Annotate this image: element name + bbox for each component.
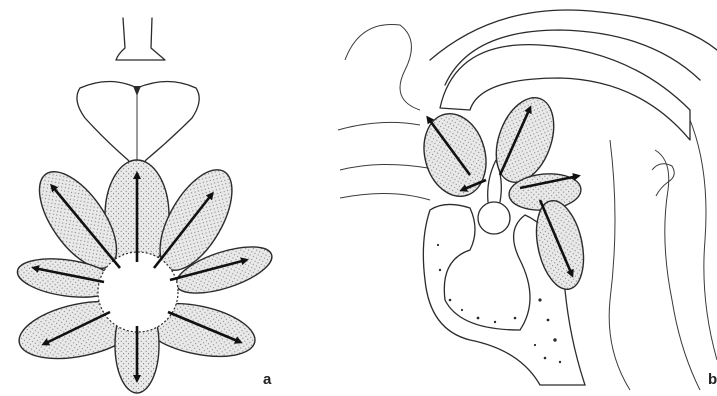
panel-b-diagram: [338, 10, 717, 390]
panel-b-outer-contour: [430, 10, 717, 60]
panel-b-right-contour-3: [690, 120, 717, 360]
panel-b-corpus-arch: [440, 45, 690, 140]
panel-a-stalk: [116, 18, 165, 60]
panel-a-central-body: [98, 252, 178, 332]
panel-a-diagram: [14, 18, 277, 393]
panel-b-left-contour-3: [340, 164, 428, 170]
panel-b-left-contour-2: [338, 122, 420, 130]
panel-b-inner-contour: [445, 30, 700, 85]
panel-b-pituitary: [478, 202, 510, 234]
panel-a-label: a: [263, 372, 271, 387]
panel-b-left-contour-1: [345, 24, 420, 110]
panel-a-upper-heart: [77, 82, 199, 173]
panel-b-small-loop: [652, 164, 674, 196]
panel-b-right-contour-1: [609, 140, 630, 390]
panel-b-right-contour-2: [655, 150, 700, 390]
panel-a-midline-notch: [133, 86, 141, 96]
panel-b-left-contour-4: [340, 193, 430, 200]
panel-b-label: b: [708, 372, 717, 387]
